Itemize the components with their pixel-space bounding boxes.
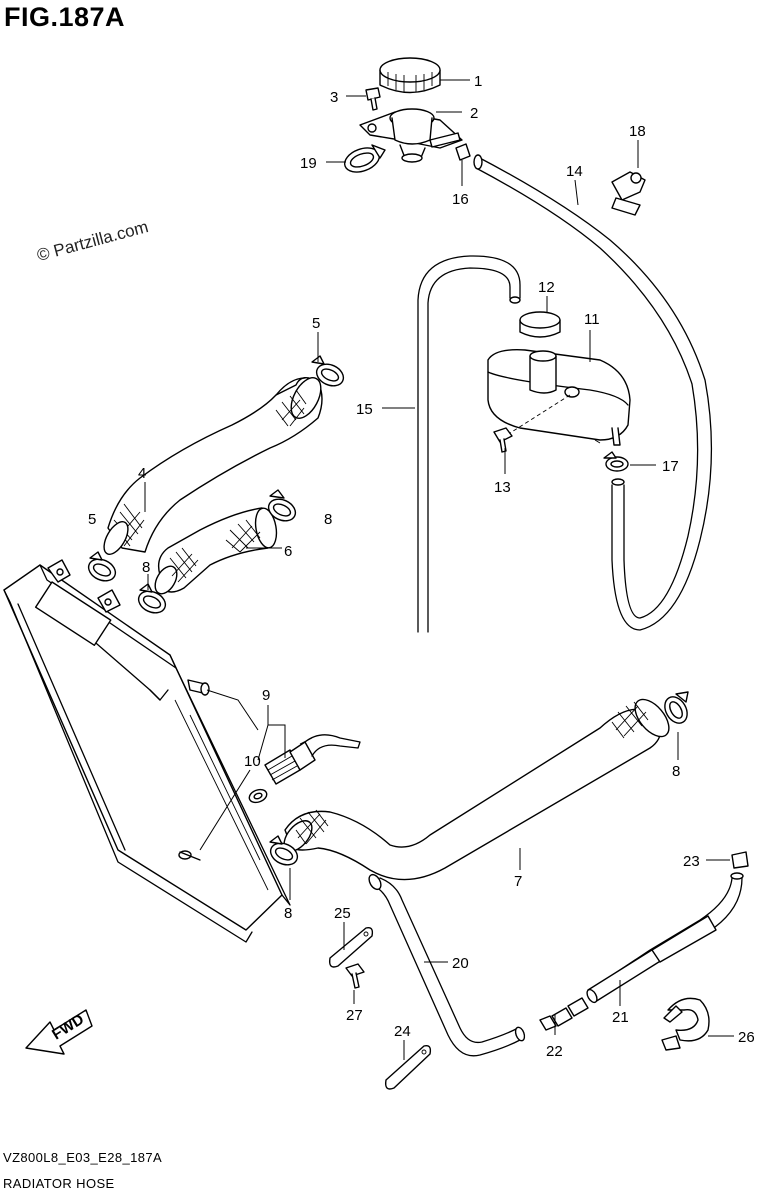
bolt-band[interactable] (345, 963, 365, 989)
callout-17[interactable]: 17 (662, 458, 679, 475)
band-upper[interactable] (328, 926, 374, 968)
callout-19[interactable]: 19 (300, 155, 317, 172)
callout-8-lower-left[interactable]: 8 (284, 905, 292, 922)
clamp-lower-hose-left[interactable] (267, 835, 301, 869)
callout-6[interactable]: 6 (284, 543, 292, 560)
callout-7[interactable]: 7 (514, 873, 522, 890)
hose-reservoir[interactable] (417, 255, 521, 633)
radiator-cap[interactable] (379, 57, 441, 94)
clip-breather[interactable] (731, 851, 749, 869)
callout-13[interactable]: 13 (494, 479, 511, 496)
callout-12[interactable]: 12 (538, 279, 555, 296)
callout-4[interactable]: 4 (138, 465, 146, 482)
callout-8-middle-top[interactable]: 8 (324, 511, 332, 528)
clamp-filler[interactable] (341, 144, 386, 177)
hose-lower[interactable] (279, 693, 676, 881)
callout-10[interactable]: 10 (244, 753, 261, 770)
bolt-cap-bracket[interactable] (365, 87, 381, 111)
callout-15[interactable]: 15 (356, 401, 373, 418)
hose-breather[interactable] (585, 872, 744, 1004)
callout-2[interactable]: 2 (470, 105, 478, 122)
filler-neck[interactable] (359, 108, 463, 163)
diagram-name: RADIATOR HOSE (3, 1176, 115, 1191)
leader-lines (144, 79, 734, 1060)
callout-23[interactable]: 23 (683, 853, 700, 870)
callout-20[interactable]: 20 (452, 955, 469, 972)
callout-5-bottom[interactable]: 5 (88, 511, 96, 528)
clamp-upper-hose-top[interactable] (311, 355, 347, 390)
band-lower[interactable] (384, 1044, 432, 1090)
callout-24[interactable]: 24 (394, 1023, 411, 1040)
callout-25[interactable]: 25 (334, 905, 351, 922)
diagram-code: VZ800L8_E03_E28_187A (3, 1150, 163, 1165)
callout-18[interactable]: 18 (629, 123, 646, 140)
callout-9[interactable]: 9 (262, 687, 270, 704)
bolt-reservoir[interactable] (493, 427, 513, 453)
callout-3[interactable]: 3 (330, 89, 338, 106)
reservoir-tank[interactable] (487, 349, 631, 446)
callout-8-lower-right[interactable]: 8 (672, 763, 680, 780)
callout-8-middle-bottom[interactable]: 8 (142, 559, 150, 576)
callout-1[interactable]: 1 (474, 73, 482, 90)
clamp-reservoir-hose[interactable] (603, 451, 629, 472)
callout-16[interactable]: 16 (452, 191, 469, 208)
hose-middle[interactable] (151, 507, 280, 598)
hose-upper[interactable] (99, 373, 327, 558)
callout-5-top[interactable]: 5 (312, 315, 320, 332)
callout-27[interactable]: 27 (346, 1007, 363, 1024)
callout-14[interactable]: 14 (566, 163, 583, 180)
callout-26[interactable]: 26 (738, 1029, 755, 1046)
reservoir-cap[interactable] (519, 311, 561, 338)
clamp-upper-hose-bottom[interactable] (85, 551, 119, 585)
forward-direction-arrow: FWD (25, 1009, 93, 1055)
hose-overflow[interactable] (473, 154, 713, 631)
fan-thermo-switch[interactable] (264, 734, 361, 785)
clamp-middle-hose-top[interactable] (265, 489, 299, 525)
radiator[interactable] (3, 559, 291, 943)
callout-21[interactable]: 21 (612, 1009, 629, 1026)
clip-small[interactable] (455, 143, 471, 161)
clamp-breather[interactable] (661, 997, 710, 1051)
hose-clamp-upper[interactable] (611, 171, 646, 216)
clamp-lower-hose-right[interactable] (660, 691, 691, 727)
figure-title: FIG.187A (4, 2, 126, 32)
hose-joint[interactable] (539, 997, 589, 1031)
callout-22[interactable]: 22 (546, 1043, 563, 1060)
callout-11[interactable]: 11 (584, 311, 600, 328)
clamp-middle-hose-bottom[interactable] (135, 583, 169, 617)
hose-drain[interactable] (367, 873, 526, 1057)
washer[interactable] (247, 787, 268, 804)
